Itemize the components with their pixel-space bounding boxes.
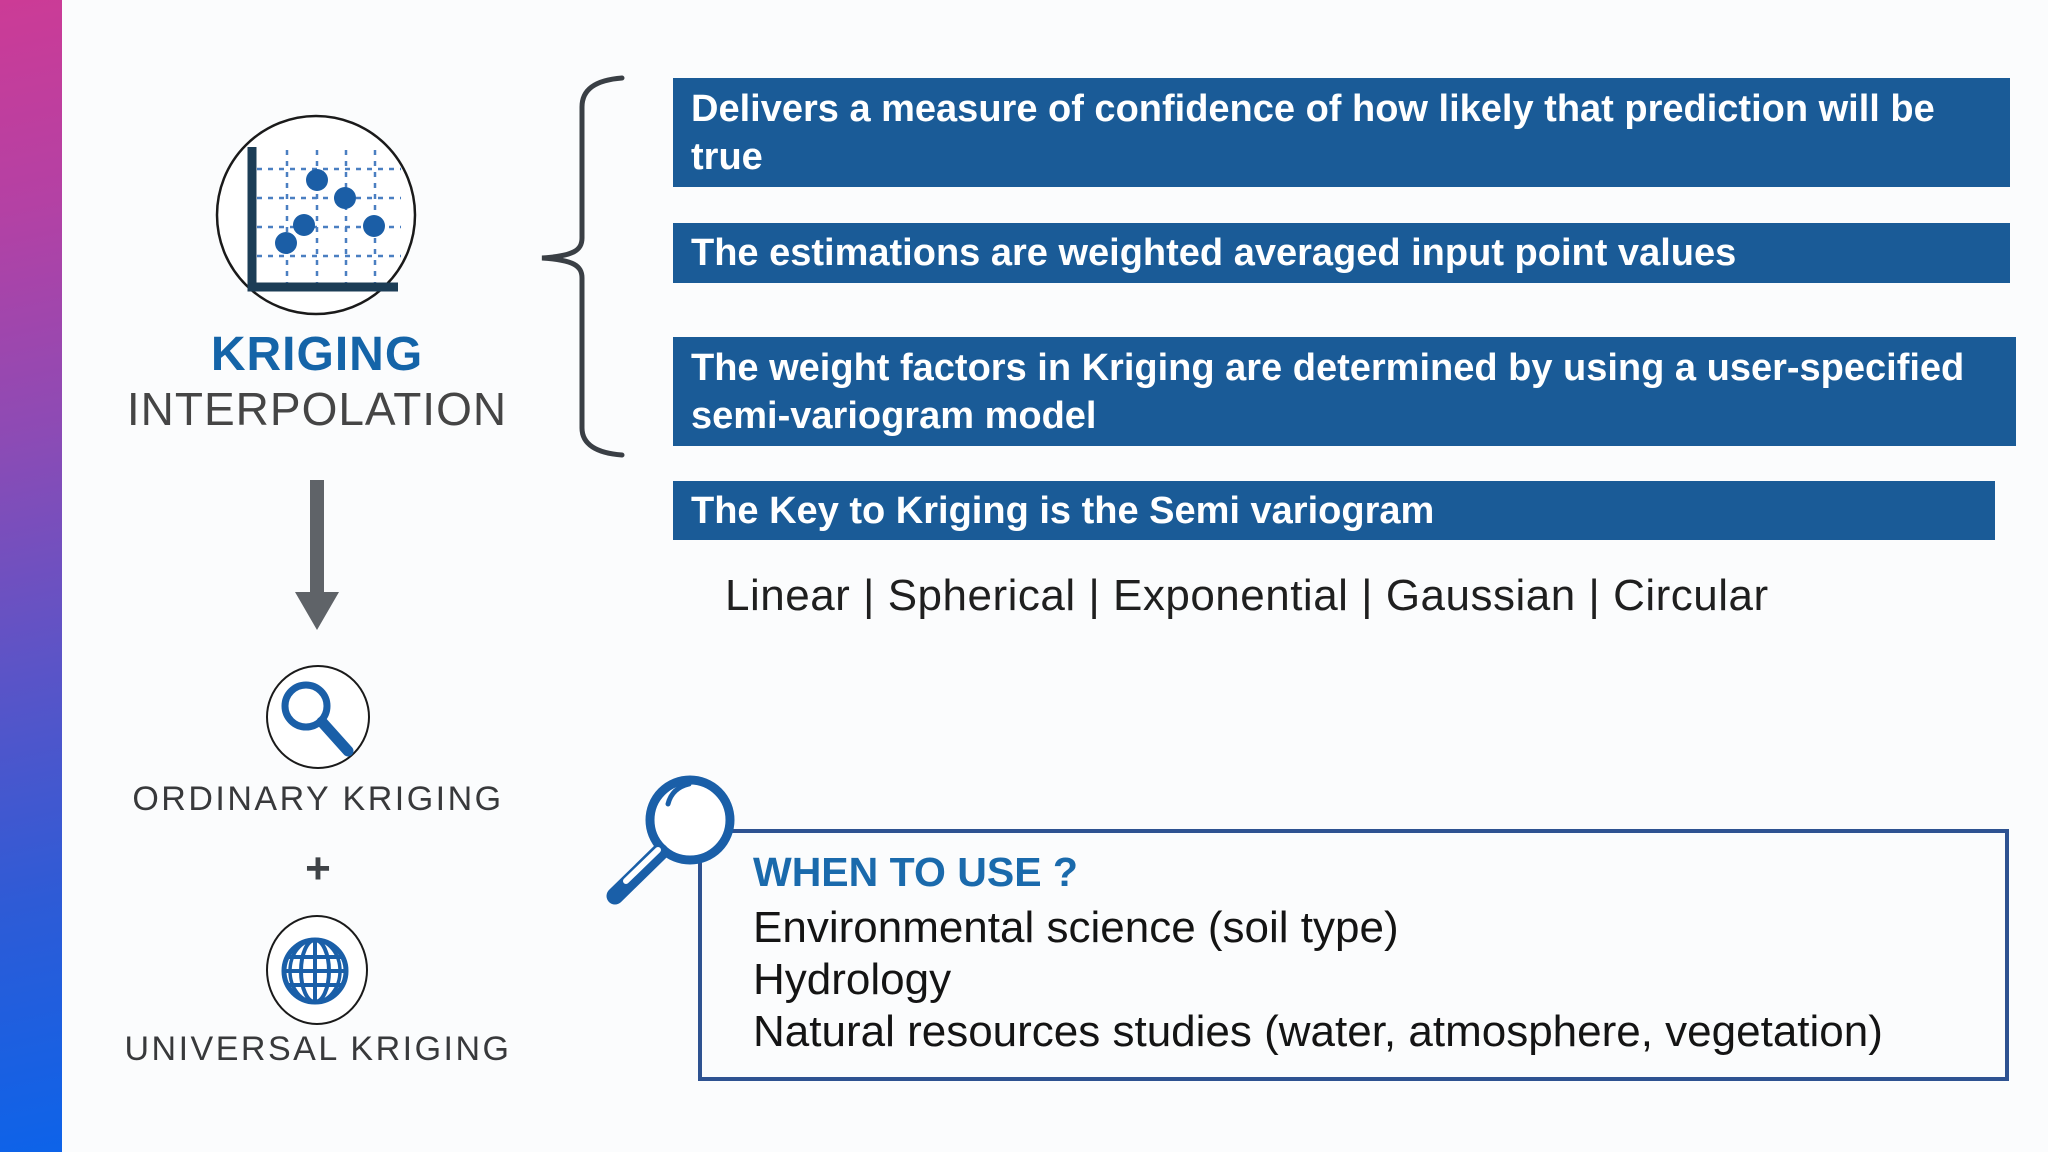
bullet-text: The estimations are weighted averaged in… <box>691 232 1737 274</box>
plus-connector: + <box>305 844 331 893</box>
list-item: Hydrology <box>753 955 952 1004</box>
bullet-bar: The estimations are weighted averaged in… <box>673 223 2010 283</box>
down-arrow-icon <box>293 480 341 635</box>
bullet-bar: Delivers a measure of confidence of how … <box>673 78 2010 187</box>
scatter-plot-chart-icon <box>213 112 419 323</box>
globe-icon <box>266 915 368 1030</box>
page-title: KRIGING <box>210 328 424 381</box>
bullet-bar: The Key to Kriging is the Semi variogram <box>673 481 1995 540</box>
list-item: Natural resources studies (water, atmosp… <box>753 1007 1883 1056</box>
universal-kriging-label: UNIVERSAL KRIGING <box>124 1030 512 1068</box>
when-to-use-list: Environmental science (soil type) Hydrol… <box>753 902 1883 1058</box>
left-accent-bar <box>0 0 62 1152</box>
variogram-models-row: Linear | Spherical | Exponential | Gauss… <box>725 571 1769 620</box>
page-subtitle: INTERPOLATION <box>126 383 508 435</box>
magnifying-glass-icon <box>590 760 740 915</box>
ordinary-kriging-label: ORDINARY KRIGING <box>132 780 504 818</box>
bullet-text: The weight factors in Kriging are determ… <box>691 346 1965 437</box>
when-to-use-box <box>698 829 2009 1081</box>
magnifying-glass-icon <box>265 664 371 775</box>
title-block: KRIGING INTERPOLATION <box>66 328 568 436</box>
list-item: Environmental science (soil type) <box>753 903 1399 952</box>
when-to-use-title: WHEN TO USE ? <box>753 849 1078 895</box>
curly-brace <box>530 63 630 468</box>
bullet-text: The Key to Kriging is the Semi variogram <box>691 489 1435 532</box>
bullet-bar: The weight factors in Kriging are determ… <box>673 337 2016 446</box>
bullet-text: Delivers a measure of confidence of how … <box>691 87 1935 178</box>
